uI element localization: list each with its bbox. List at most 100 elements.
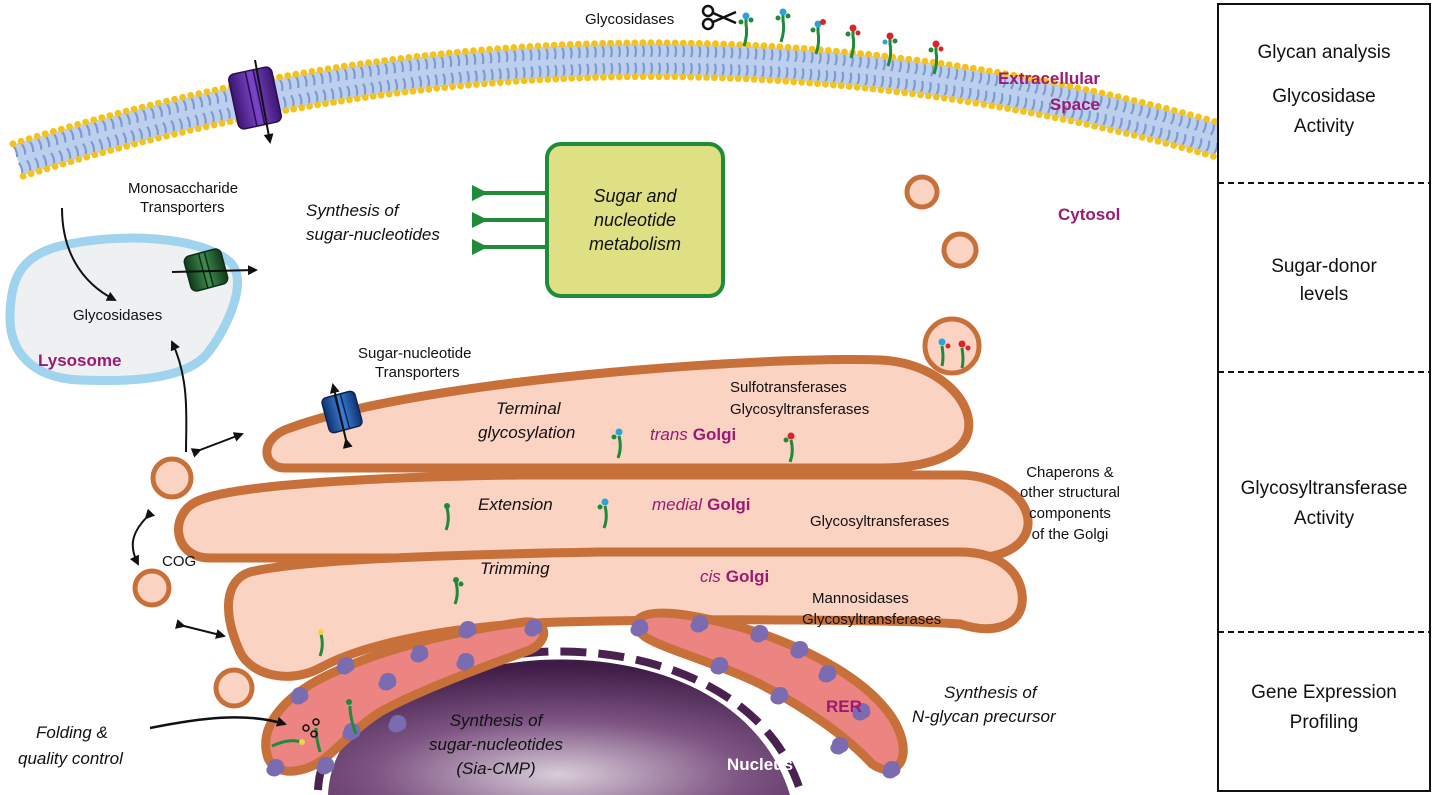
- lipid-head: [75, 156, 83, 163]
- lipid-tail: [1018, 79, 1023, 91]
- glycan-icon: [597, 498, 609, 529]
- plasma-membrane: [9, 39, 1226, 180]
- lipid-head: [607, 39, 614, 47]
- lipid-head: [861, 84, 869, 92]
- lipid-tail: [202, 112, 207, 125]
- lipid-head: [385, 90, 393, 98]
- lipid-head: [1155, 103, 1162, 110]
- label-chaperons-1: Chaperons &: [1026, 464, 1114, 481]
- lipid-head: [558, 41, 566, 49]
- lipid-tail: [1122, 101, 1127, 113]
- lipid-tail: [1094, 112, 1099, 124]
- lipid-tail: [122, 132, 128, 144]
- glycan-icon: [783, 432, 795, 463]
- label-chaperons-4: of the Golgi: [1032, 526, 1109, 543]
- ribosome-icon: [316, 757, 335, 775]
- lipid-tail: [480, 52, 485, 65]
- nucleus: [328, 659, 790, 795]
- lipid-tail: [554, 64, 558, 77]
- lipid-head: [284, 72, 292, 79]
- lipid-head: [972, 99, 980, 107]
- lipid-tail: [1149, 125, 1155, 138]
- lipid-head: [107, 147, 115, 154]
- lipid-head: [131, 140, 139, 148]
- lipid-tail: [306, 91, 311, 104]
- lipid-head: [865, 50, 872, 58]
- lipid-head: [1179, 109, 1186, 116]
- lipid-tail: [577, 46, 581, 59]
- vesicle-icon: [922, 316, 982, 376]
- lipid-head: [841, 48, 848, 56]
- lipid-tail: [466, 70, 470, 83]
- lipid-head: [631, 39, 639, 47]
- label-trimming: Trimming: [480, 559, 550, 578]
- lipid-tail: [29, 140, 35, 153]
- lipid-tail: [66, 147, 72, 159]
- label-synthesis-sugar-nuc-2: sugar-nucleotides: [306, 225, 440, 244]
- lipid-head: [623, 73, 631, 81]
- lipid-head: [186, 126, 194, 134]
- lipid-tail: [641, 62, 646, 75]
- lipid-head: [937, 60, 945, 67]
- lipid-head: [704, 40, 711, 47]
- label-lysosome: Lysosome: [38, 351, 121, 370]
- lipid-tail: [322, 89, 327, 101]
- lipid-head: [1162, 140, 1170, 147]
- lipid-head: [1130, 97, 1138, 104]
- trans-golgi-cisterna: [262, 355, 974, 473]
- ribosome-icon: [750, 625, 769, 643]
- lipid-tail: [343, 68, 348, 81]
- lipid-tail: [198, 95, 204, 108]
- lipid-head: [1203, 115, 1210, 123]
- lipid-head: [774, 77, 782, 85]
- lipid-tail: [82, 142, 88, 155]
- label-terminal-2: glycosylation: [478, 423, 575, 442]
- label-sia-3: (Sia-CMP): [456, 759, 535, 778]
- lipid-head: [925, 92, 932, 100]
- lipid-head: [457, 82, 464, 90]
- lipid-tail: [1042, 83, 1047, 96]
- glycan-icon: [845, 24, 861, 59]
- lipid-head: [433, 85, 441, 92]
- lipid-tail: [170, 119, 175, 132]
- lipid-tail: [856, 73, 861, 85]
- lipid-tail: [890, 59, 895, 72]
- lipid-head: [800, 45, 808, 52]
- lipid-head: [163, 97, 170, 105]
- lipid-head: [210, 121, 218, 129]
- lipid-head: [663, 73, 671, 81]
- lipid-head: [534, 42, 542, 50]
- lipid-head: [43, 165, 51, 173]
- lipid-head: [441, 84, 449, 91]
- lipid-head: [980, 101, 988, 108]
- lipid-tail: [784, 66, 789, 79]
- lipid-head: [155, 99, 162, 107]
- lipid-head: [758, 76, 766, 84]
- lipid-head: [600, 73, 607, 81]
- lipid-head: [591, 40, 598, 47]
- ribosome-icon: [458, 621, 477, 639]
- lipid-tail: [378, 80, 383, 93]
- lipid-tail: [69, 128, 75, 141]
- lipid-tail: [986, 73, 991, 86]
- lipid-tail: [206, 94, 212, 106]
- glycan-icon: [738, 12, 754, 47]
- lipid-head: [369, 92, 377, 100]
- lipid-head: [1059, 116, 1067, 123]
- lipid-head: [808, 45, 816, 53]
- label-cog: COG: [162, 553, 196, 570]
- vesicle-icon: [941, 231, 979, 269]
- lipid-tail: [370, 81, 375, 94]
- lipid-tail: [1141, 123, 1147, 136]
- label-chaperons-3: components: [1029, 505, 1111, 522]
- lipid-head: [1004, 105, 1011, 112]
- lipid-head: [782, 77, 790, 85]
- lipid-head: [35, 167, 43, 175]
- lipid-head: [679, 39, 687, 47]
- lipid-tail: [210, 110, 215, 123]
- lipid-tail: [633, 45, 638, 58]
- lipid-head: [1083, 121, 1091, 128]
- lipid-head: [1082, 86, 1090, 93]
- lipid-tail: [154, 123, 159, 136]
